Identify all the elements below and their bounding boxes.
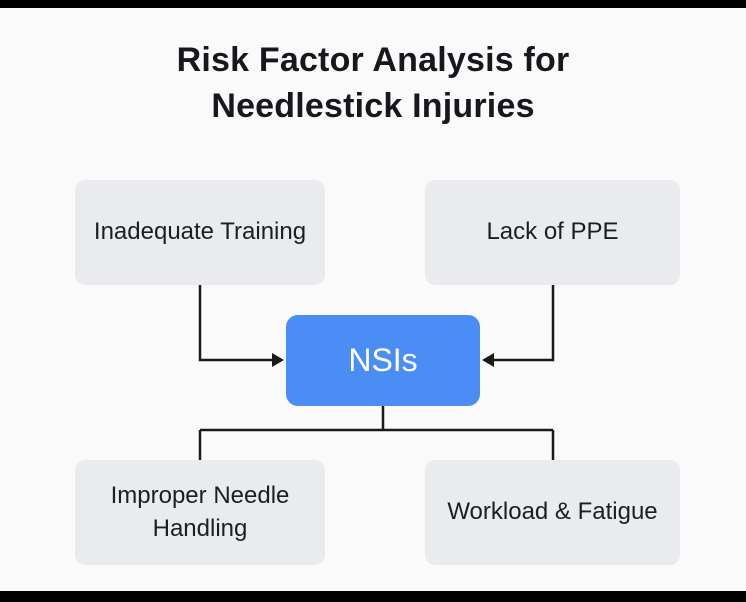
node-improper-needle-handling: Improper Needle Handling	[75, 460, 325, 565]
node-lack-of-ppe-label: Lack of PPE	[486, 218, 619, 246]
diagram-title: Risk Factor Analysis for Needlestick Inj…	[176, 41, 570, 125]
node-nsis: NSIs	[286, 315, 480, 406]
node-lack-of-ppe: Lack of PPE	[425, 180, 680, 285]
node-inadequate-training: Inadequate Training	[75, 180, 325, 285]
node-workload-fatigue-label: Workload & Fatigue	[447, 498, 658, 526]
arrowhead-right-icon	[272, 353, 284, 367]
connector-nsis-to-bottom-nodes	[198, 406, 555, 460]
top-frame-bar	[0, 0, 746, 8]
node-workload-fatigue: Workload & Fatigue	[425, 460, 680, 565]
node-inadequate-training-label: Inadequate Training	[93, 218, 307, 246]
arrow-inadequate-training-to-nsis	[198, 285, 274, 362]
node-nsis-label: NSIs	[348, 341, 418, 378]
arrowhead-left-icon	[482, 353, 494, 367]
arrow-lack-of-ppe-to-nsis	[492, 285, 555, 362]
bottom-frame-bar	[0, 591, 746, 602]
node-improper-needle-handling-label: Improper Needle Handling	[110, 482, 290, 542]
